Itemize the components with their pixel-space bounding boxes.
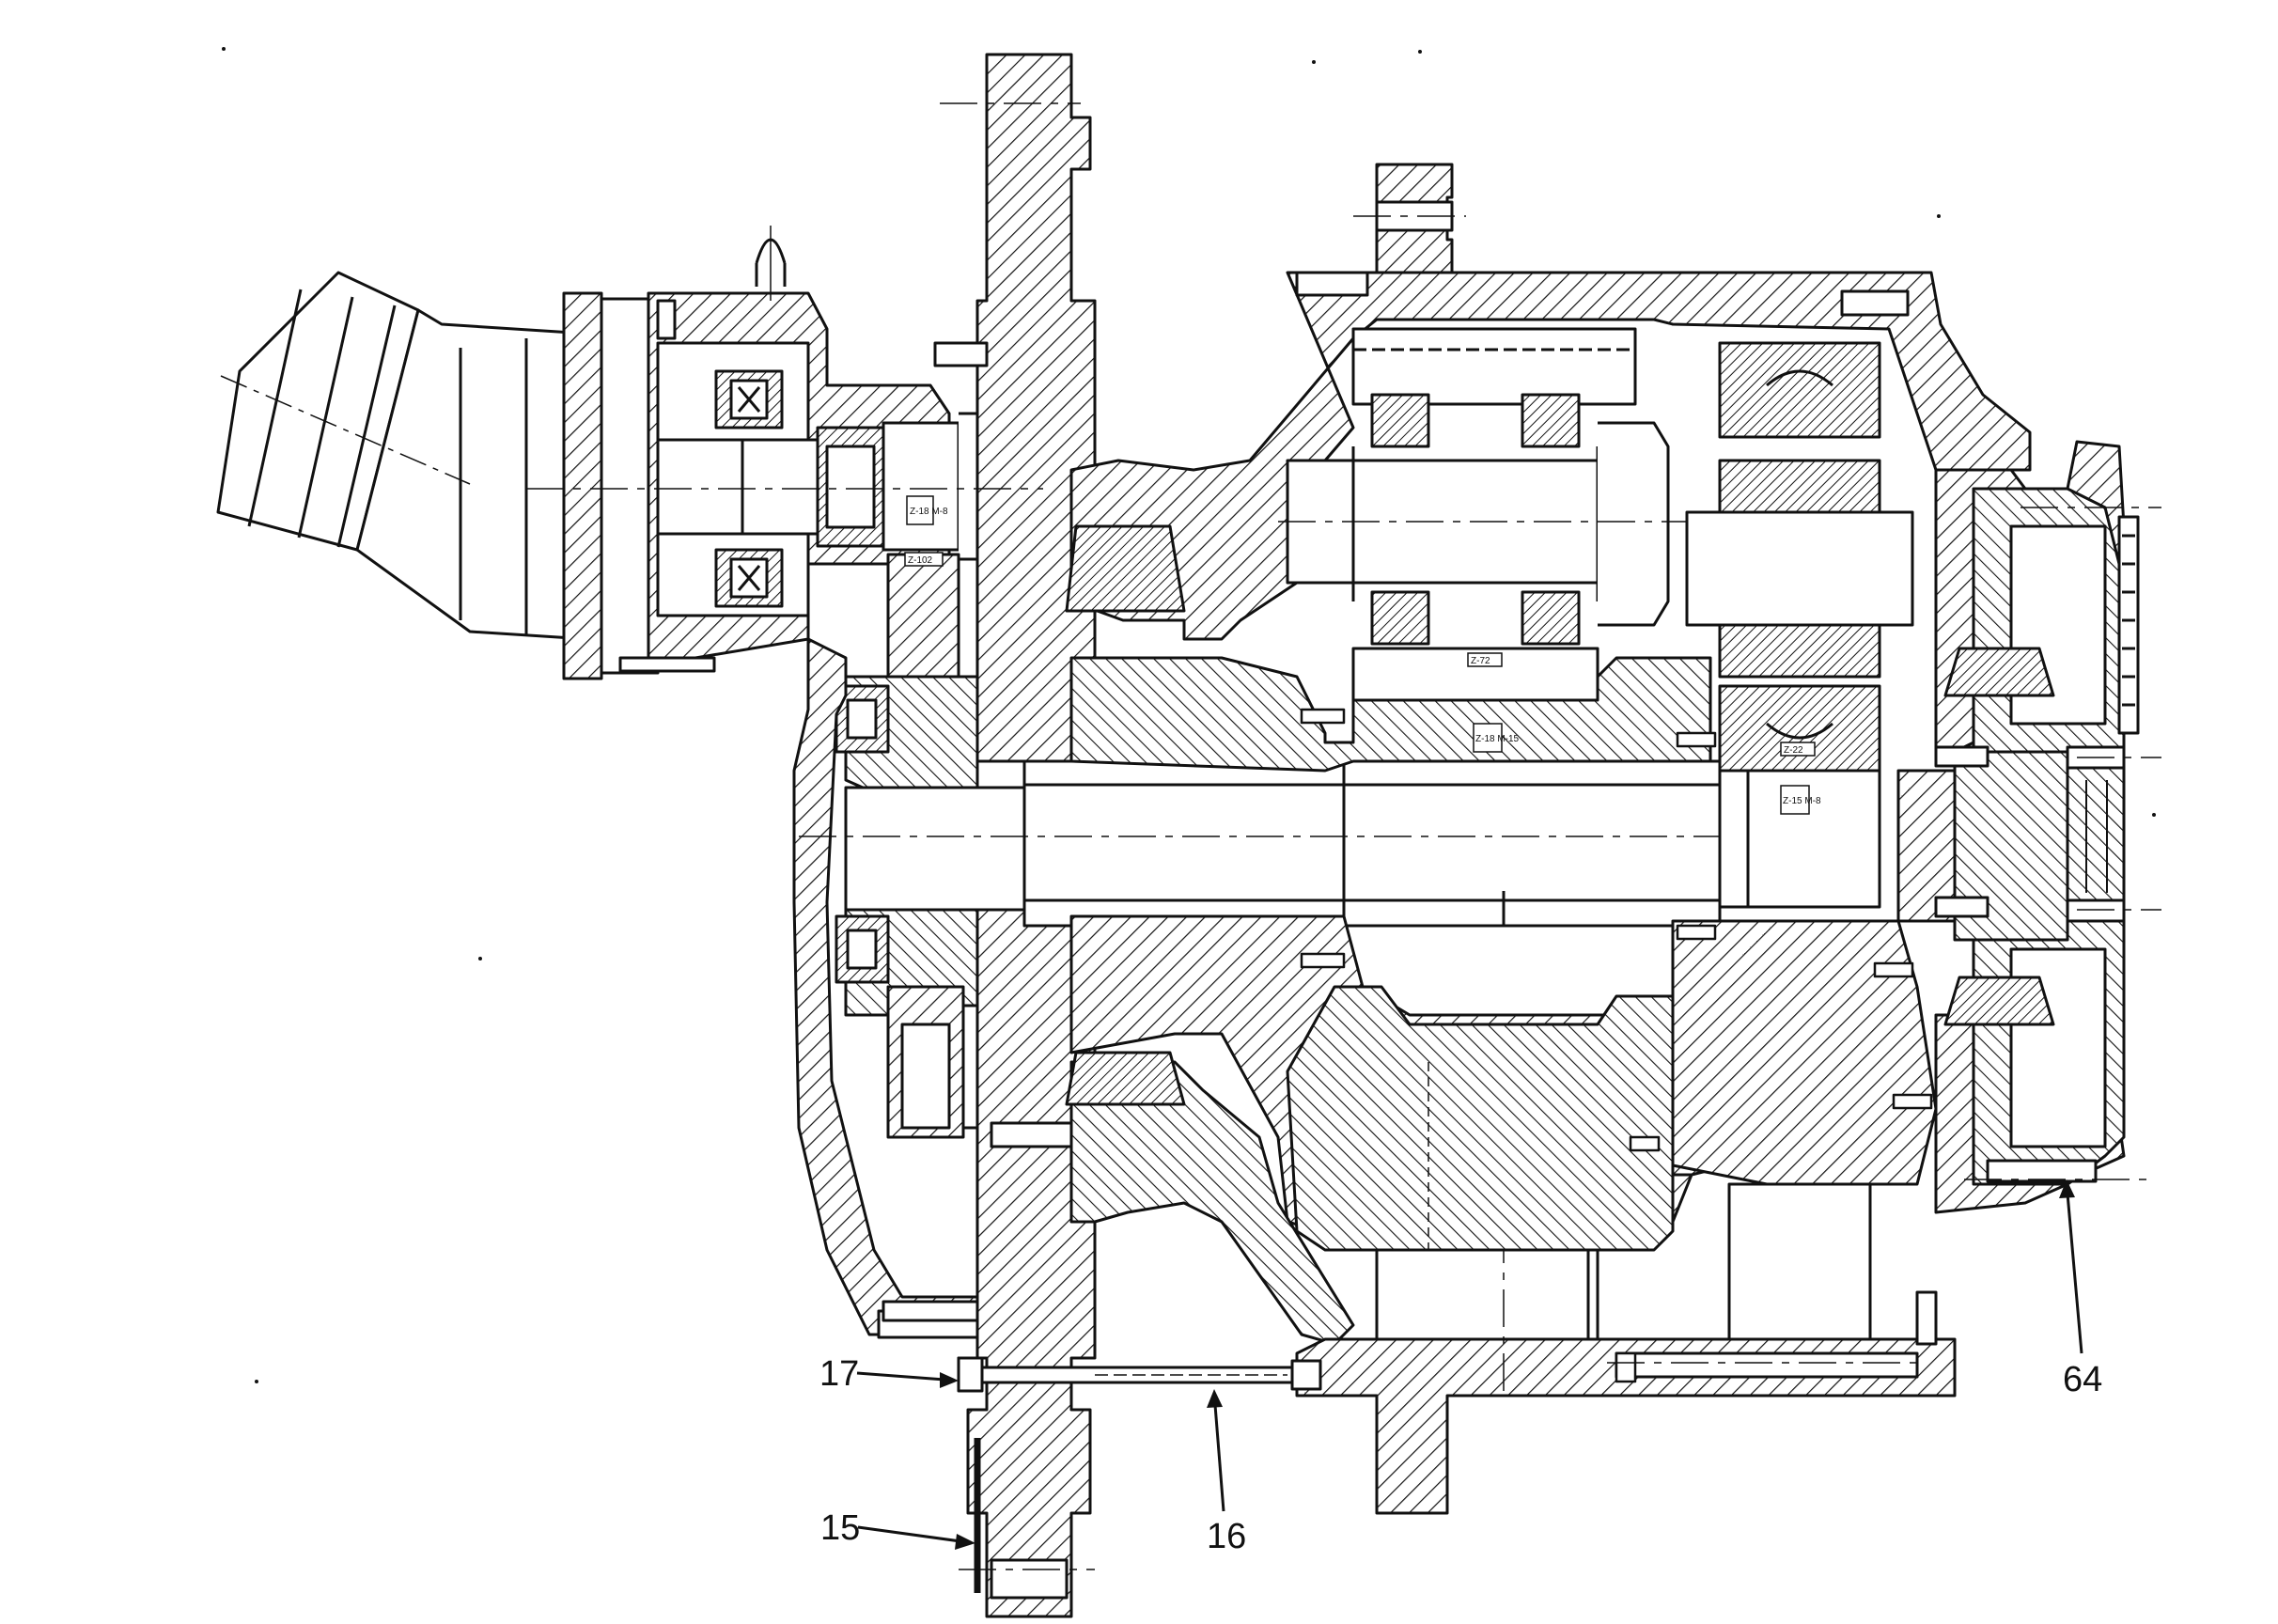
output-shaft	[799, 759, 1880, 928]
hydraulic-motor	[216, 271, 589, 641]
callout-64: 64	[2059, 1179, 2102, 1399]
input-housing	[562, 226, 951, 680]
right-end-cover	[1065, 271, 2140, 1346]
centre-lines	[526, 102, 2161, 1570]
dowel-pins	[1300, 708, 1933, 1383]
svg-text:Z-18 M-15: Z-18 M-15	[1475, 734, 1520, 744]
svg-text:64: 64	[2063, 1360, 2102, 1399]
stamp-z2: Z-102	[904, 552, 944, 567]
stamp-z5: Z-22	[1780, 742, 1816, 757]
tie-bolt	[957, 1356, 1322, 1393]
svg-text:Z-102: Z-102	[908, 555, 933, 566]
part-stamps: Z-18 M-8 Z-102 Z-72 Z-18 M-15 Z-22 Z-15 …	[904, 495, 1821, 815]
svg-text:Z-15 M-8: Z-15 M-8	[1783, 796, 1821, 806]
callout-17: 17	[819, 1354, 959, 1394]
svg-text:Z-72: Z-72	[1471, 656, 1490, 666]
stamp-z3: Z-72	[1467, 652, 1503, 667]
svg-text:17: 17	[819, 1354, 859, 1394]
callouts: 17 15 16 64	[819, 1179, 2102, 1556]
callout-16: 16	[1207, 1389, 1246, 1556]
svg-text:Z-18 M-8: Z-18 M-8	[910, 507, 948, 517]
stamp-z1: Z-18 M-8	[906, 495, 948, 525]
callout-15: 15	[820, 1508, 975, 1550]
stamp-z6: Z-15 M-8	[1780, 785, 1821, 815]
svg-text:16: 16	[1207, 1517, 1246, 1556]
svg-text:Z-22: Z-22	[1784, 745, 1803, 756]
stamp-z4: Z-18 M-15	[1473, 723, 1520, 753]
svg-text:15: 15	[820, 1508, 860, 1548]
scan-specks	[222, 47, 2156, 1383]
